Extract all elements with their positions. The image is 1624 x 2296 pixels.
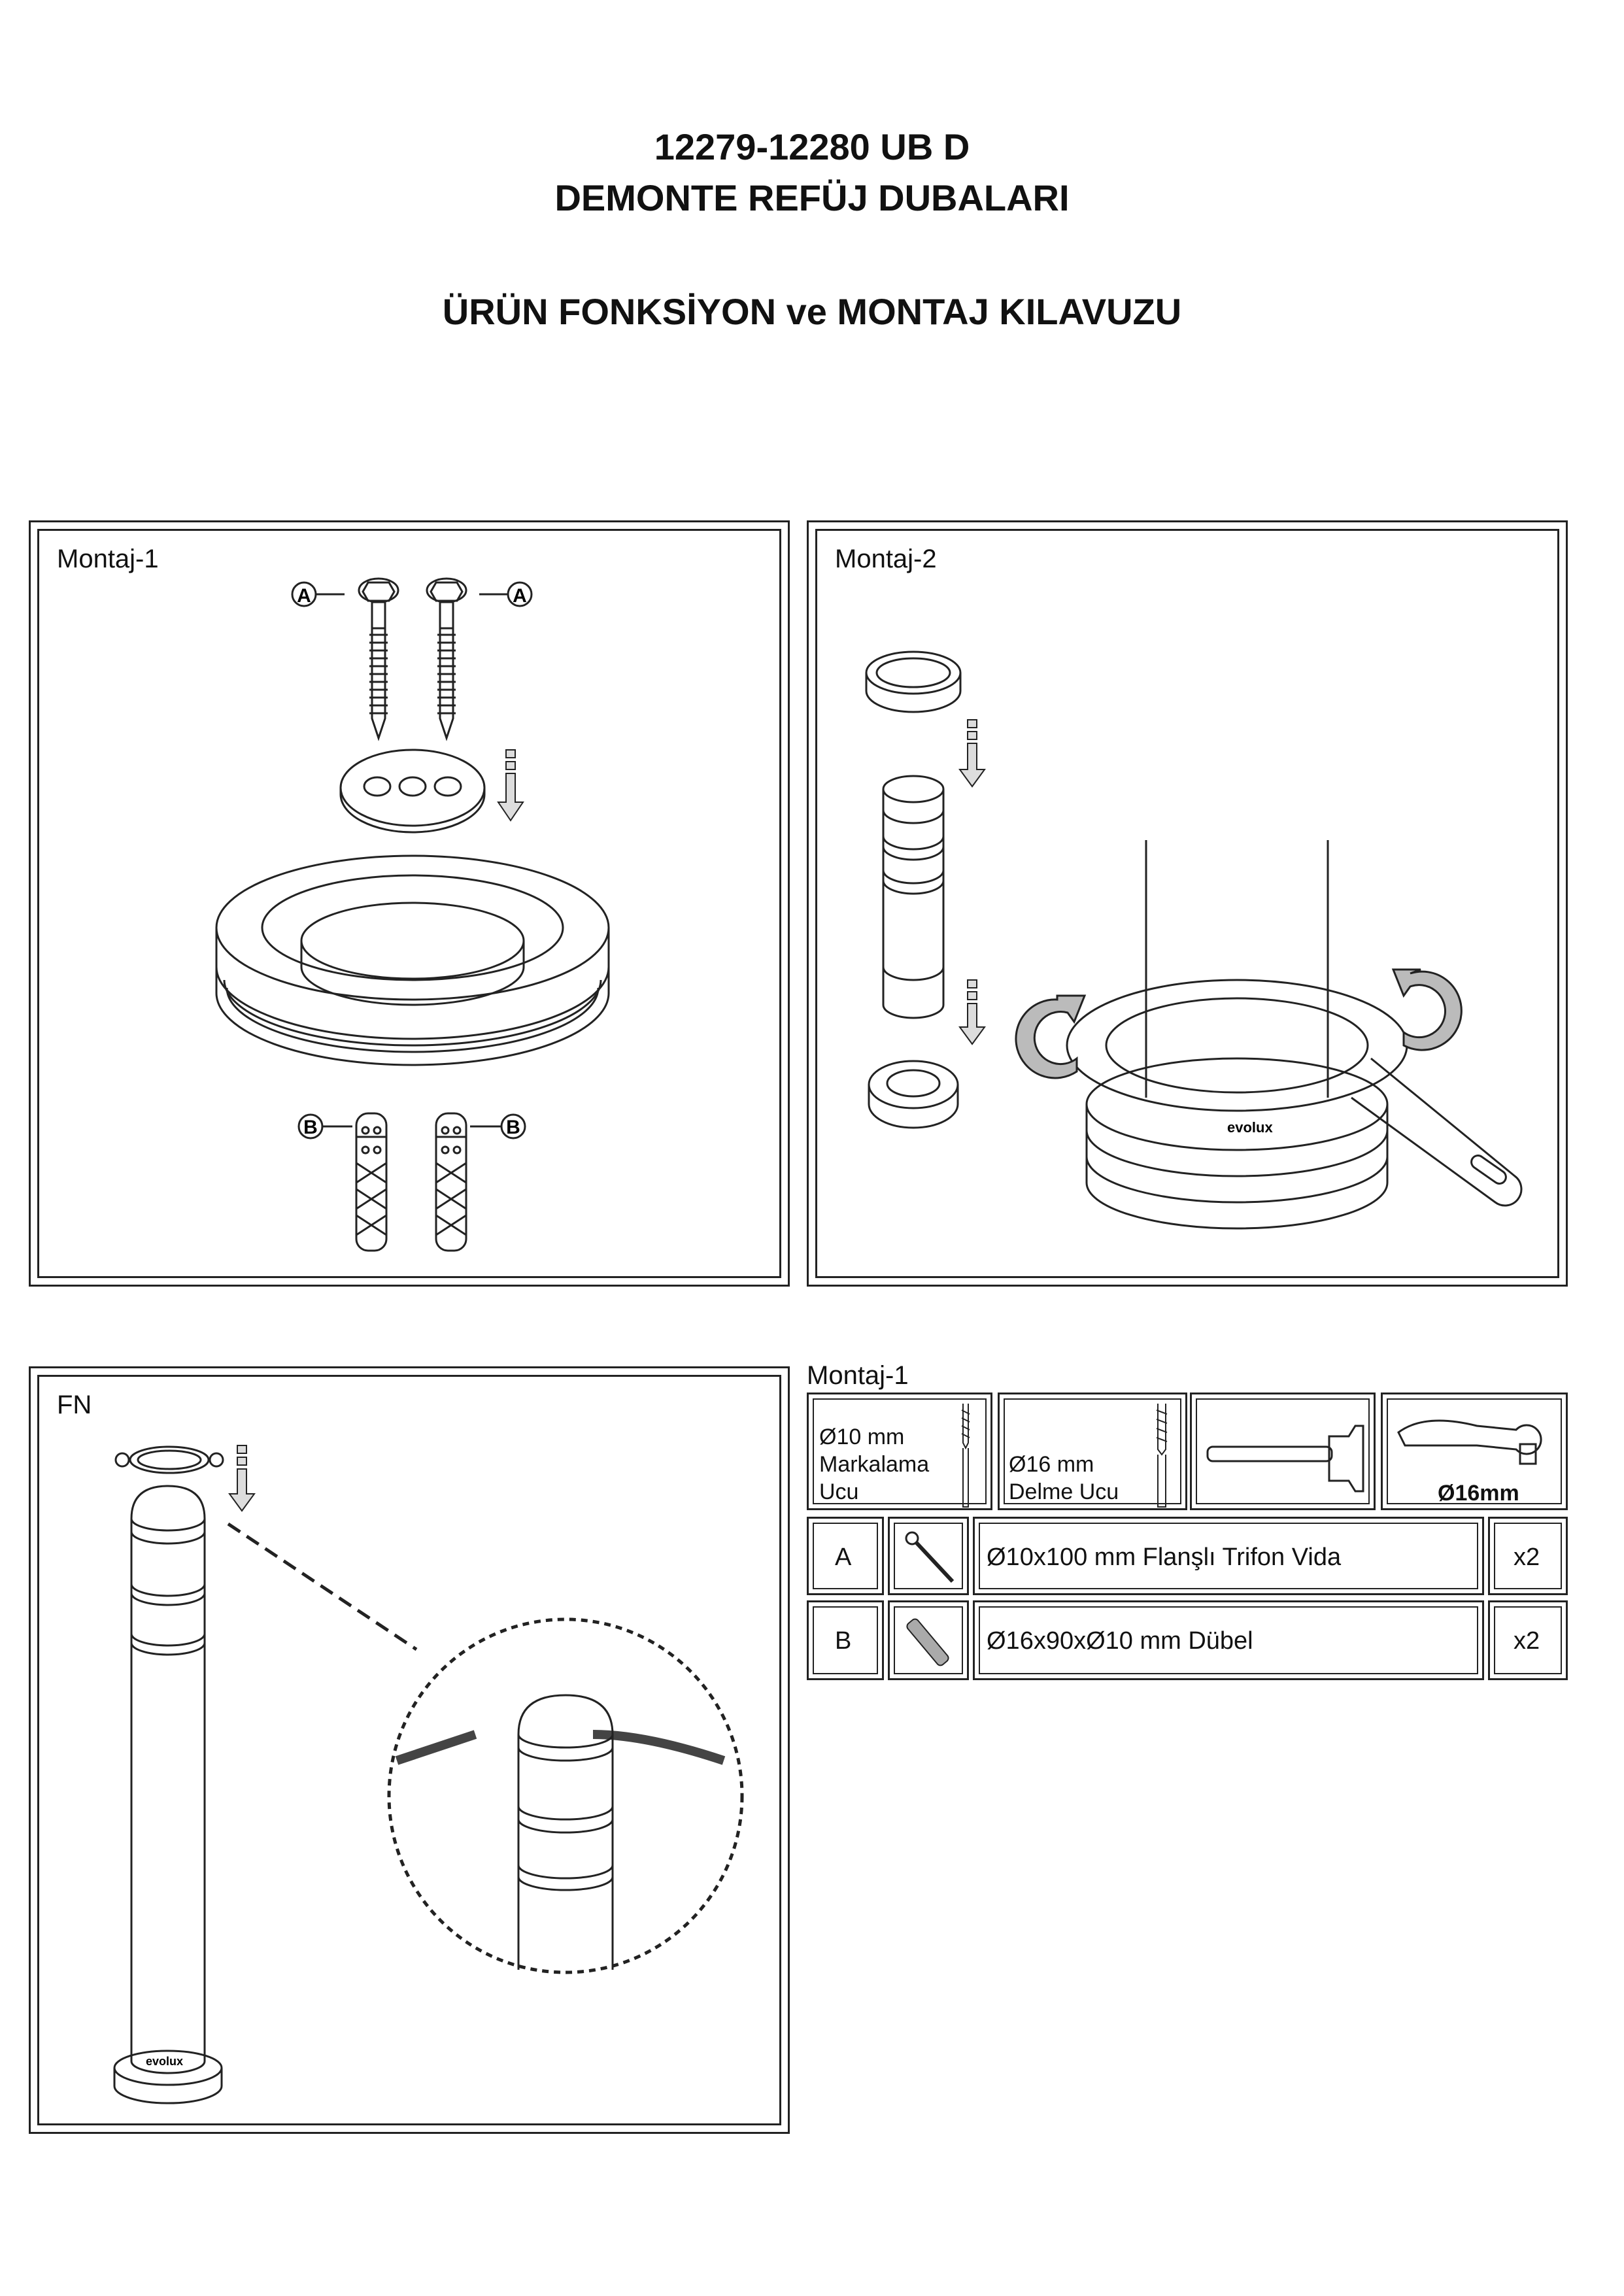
wall-plug-icon <box>906 1618 949 1666</box>
tool-cell-marking-bit: Ø10 mm Markalama Ucu <box>807 1393 992 1510</box>
tool-1-line2: Markalama <box>819 1452 930 1477</box>
product-name: DEMONTE REFÜJ DUBALARI <box>554 177 1070 218</box>
down-arrow-icon <box>497 749 524 822</box>
tool-cell-ratchet: Ø16mm <box>1381 1393 1568 1510</box>
callout-b-right-letter: B <box>506 1117 520 1138</box>
fn-label: FN <box>57 1391 92 1419</box>
wall-plug-b-right-icon <box>435 1112 467 1252</box>
row-a-code-cell: A <box>807 1517 884 1595</box>
callout-b-left <box>297 1113 352 1140</box>
row-a-qty: x2 <box>1514 1544 1540 1571</box>
drill-bit-icon <box>961 1404 970 1508</box>
rotate-right-arrow-icon <box>1391 968 1463 1051</box>
montaj-1-illustration: A A B B <box>215 577 610 1252</box>
ratchet-wrench-icon <box>1397 1419 1542 1465</box>
parts-list-heading: Montaj-1 <box>807 1361 909 1390</box>
small-base-icon <box>868 1060 959 1129</box>
down-arrow-icon <box>228 1445 256 1512</box>
chain-ring-icon <box>114 1445 224 1474</box>
row-b-description-cell: Ø16x90xØ10 mm Dübel <box>973 1600 1484 1680</box>
row-b-qty: x2 <box>1514 1627 1540 1655</box>
row-b-icon-cell <box>888 1600 969 1680</box>
bollard-detail-icon <box>517 1694 614 1970</box>
fn-panel: FN <box>29 1366 790 2134</box>
montaj-1-panel: Montaj-1 <box>29 520 790 1287</box>
tool-1-line1: Ø10 mm <box>819 1425 905 1449</box>
callout-a-left-letter: A <box>297 585 311 607</box>
tool-cell-hammer <box>1190 1393 1376 1510</box>
screw-a-right-icon <box>426 577 467 741</box>
detail-circle <box>387 1617 744 1974</box>
montaj-2-illustration: evolux <box>865 650 1523 1230</box>
montaj-2-panel: Montaj-2 <box>807 520 1568 1287</box>
row-b-qty-cell: x2 <box>1488 1600 1568 1680</box>
screw-icon <box>905 1531 955 1583</box>
montaj-1-label: Montaj-1 <box>57 545 159 573</box>
ratchet-size: Ø16mm <box>1438 1481 1519 1506</box>
bollard-base-icon <box>215 854 610 1066</box>
bollard-full-icon <box>113 1485 223 2104</box>
fn-illustration: evolux <box>113 1445 744 2104</box>
mounting-plate-icon <box>339 749 486 834</box>
tool-2-line1: Ø16 mm <box>1009 1452 1094 1477</box>
row-a-qty-cell: x2 <box>1488 1517 1568 1595</box>
drill-bit-icon <box>1156 1404 1168 1508</box>
callout-a-right-letter: A <box>513 585 527 607</box>
row-a-icon-cell <box>888 1517 969 1595</box>
row-a-code: A <box>835 1544 852 1571</box>
row-b-code: B <box>835 1627 852 1655</box>
tool-2-line2: Delme Ucu <box>1009 1479 1119 1504</box>
wall-plug-b-left-icon <box>355 1112 388 1252</box>
document-subtitle: ÜRÜN FONKSİYON ve MONTAJ KILAVUZU <box>442 291 1182 332</box>
down-arrow-icon <box>958 719 986 788</box>
detail-leader-line <box>227 1522 418 1651</box>
row-a-description-cell: Ø10x100 mm Flanşlı Trifon Vida <box>973 1517 1484 1595</box>
row-b-code-cell: B <box>807 1600 884 1680</box>
bollard-closeup-icon <box>1085 840 1389 1230</box>
document-code: 12279-12280 UB D <box>654 126 970 167</box>
brand-mark: evolux <box>146 2055 183 2068</box>
callout-a-right <box>479 581 533 607</box>
rotate-left-arrow-icon <box>1015 994 1087 1079</box>
callout-a-left <box>291 581 345 607</box>
chain-detail-icon <box>395 1730 726 1765</box>
bollard-post-icon <box>882 775 945 1019</box>
tool-cell-drill-bit: Ø16 mm Delme Ucu <box>998 1393 1187 1510</box>
montaj-2-label: Montaj-2 <box>835 545 937 573</box>
brand-mark: evolux <box>1227 1119 1273 1136</box>
screw-a-left-icon <box>358 577 399 741</box>
row-b-description: Ø16x90xØ10 mm Dübel <box>987 1627 1253 1655</box>
row-a-description: Ø10x100 mm Flanşlı Trifon Vida <box>987 1544 1342 1571</box>
hammer-icon <box>1206 1425 1364 1493</box>
callout-b-right <box>470 1113 526 1140</box>
top-ring-icon <box>865 650 962 713</box>
tool-1-line3: Ucu <box>819 1479 859 1504</box>
callout-b-left-letter: B <box>303 1117 318 1138</box>
down-arrow-icon <box>958 979 986 1045</box>
